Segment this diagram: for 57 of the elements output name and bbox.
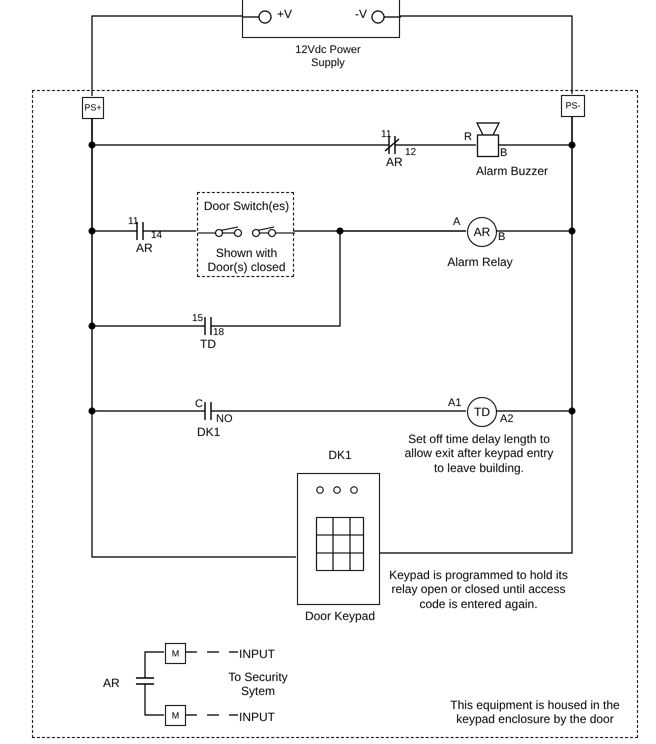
- note-text: Set off time delay length to allow exit after keypad entry to leave building.: [404, 432, 554, 476]
- terminal-letter: B: [498, 231, 506, 244]
- node-label: PS-: [564, 100, 582, 112]
- device-tag: DK1: [197, 426, 220, 440]
- terminal-box: [561, 95, 585, 117]
- terminal-number: 14: [151, 230, 162, 242]
- device-tag: AR: [136, 242, 153, 256]
- terminal-letter: R: [464, 131, 472, 144]
- device-tag: AR: [386, 156, 403, 170]
- note-text: This equipment is housed in the keypad enclosure by the door: [449, 698, 621, 727]
- node-label: AR: [472, 224, 492, 240]
- node-label: M: [170, 648, 180, 659]
- wire: [379, 116, 573, 554]
- terminal-letter: A2: [500, 413, 514, 426]
- note-text: Keypad is programmed to hold its relay open or closed until access code is entered again.: [388, 568, 569, 612]
- terminal-letter: A: [453, 216, 460, 229]
- terminal-box: [82, 97, 104, 119]
- node-label: INPUT: [239, 646, 275, 661]
- dashed-wire: [185, 651, 238, 653]
- terminal-letter: B: [500, 147, 508, 160]
- terminal-letter: C: [195, 398, 203, 411]
- wire: [400, 15, 573, 94]
- terminal-label: +V: [277, 8, 292, 22]
- node-label: TD: [473, 404, 491, 420]
- dashed-wire: [185, 714, 238, 716]
- buzzer-symbol: [477, 122, 499, 157]
- component-caption: Door Keypad: [304, 609, 376, 624]
- enclosure-outline: [32, 90, 638, 738]
- power-supply-box: [242, 0, 400, 38]
- terminal-number: 18: [213, 327, 224, 338]
- door-switch-group-box: [197, 192, 294, 277]
- component-caption: DK1: [327, 448, 353, 462]
- component-caption: 12Vdc Power Supply: [294, 44, 362, 70]
- node-label: INPUT: [239, 709, 275, 724]
- terminal-letter: NO: [216, 413, 232, 426]
- terminal-label: -V: [355, 8, 367, 22]
- wire: [144, 651, 164, 716]
- terminal-number: 15: [192, 313, 204, 324]
- relay-coil: [467, 217, 497, 247]
- keypad-drawing: [297, 473, 380, 605]
- group-label: Shown with Door(s) closed: [206, 246, 287, 275]
- terminal-number: 12: [405, 147, 416, 158]
- wire: [91, 15, 242, 96]
- note-text: To Security Sytem: [227, 670, 289, 699]
- node-label: M: [170, 710, 180, 721]
- component-caption: Alarm Buzzer: [474, 164, 550, 178]
- device-tag: AR: [103, 677, 120, 691]
- terminal-number: 11: [128, 216, 138, 228]
- module-box: [165, 643, 186, 664]
- component-caption: Alarm Relay: [446, 255, 514, 270]
- timer-coil: [467, 397, 497, 427]
- node-label: PS+: [83, 102, 103, 114]
- wire: [91, 118, 296, 558]
- group-label: Door Switch(es): [202, 199, 290, 214]
- terminal-letter: A1: [448, 397, 462, 410]
- device-tag: TD: [200, 338, 216, 352]
- module-box: [165, 705, 186, 726]
